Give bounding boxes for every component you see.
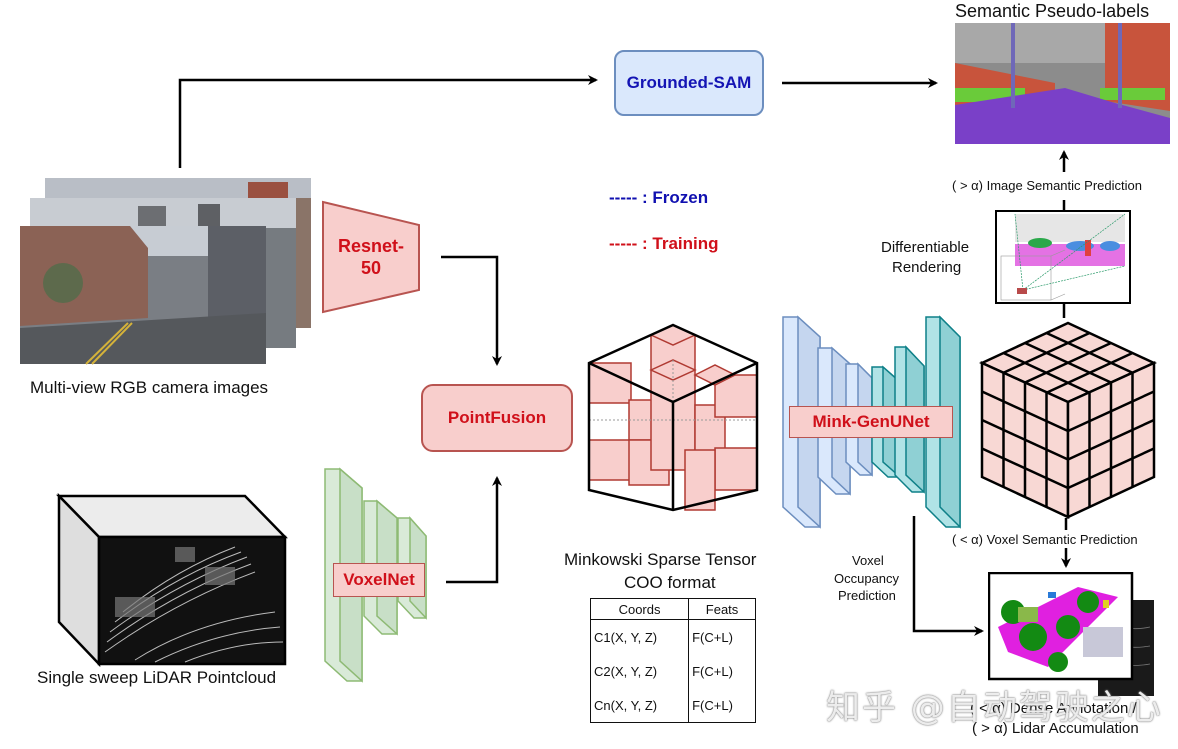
lidar-accumulation-label: ( > α) Lidar Accumulation (972, 720, 1139, 737)
dense-voxel-cube (979, 321, 1157, 519)
voxel-occupancy-line1: Voxel (852, 553, 884, 568)
grounded-sam-label: Grounded-SAM (626, 73, 752, 92)
grounded-sam-block: Grounded-SAM (614, 50, 764, 116)
sparse-tensor-cube (587, 323, 759, 512)
coo-table: Coords Feats C1(X, Y, Z) F(C+L) C2(X, Y,… (589, 598, 756, 723)
pointfusion-label: PointFusion (447, 408, 547, 427)
coo-cell-coords: Cn(X, Y, Z) (589, 688, 690, 723)
arrow-voxelnet-to-pointfusion (446, 476, 502, 584)
differentiable-rendering-image (995, 210, 1131, 304)
camera-image-front (20, 226, 266, 365)
semantic-pseudo-labels-image (955, 23, 1170, 144)
camera-images-stack (20, 178, 311, 365)
pointfusion-block: PointFusion (421, 384, 573, 452)
image-semantic-prediction-label: ( > α) Image Semantic Prediction (952, 178, 1142, 193)
table-row: C2(X, Y, Z) F(C+L) (589, 654, 756, 688)
resnet-50-block (322, 200, 420, 314)
tensor-title-line2: COO format (624, 573, 716, 592)
arrow-resnet-to-pointfusion (441, 255, 502, 366)
differentiable-rendering-line1: Differentiable (881, 239, 970, 256)
coo-cell-feats: F(C+L) (688, 688, 756, 723)
voxelnet-label: VoxelNet (343, 570, 415, 589)
mink-genunet-label-box: Mink-GenUNet (789, 406, 953, 438)
watermark: 知乎 @自动驾驶之心 (826, 688, 1163, 728)
voxel-occupancy-line3: Prediction (838, 588, 896, 603)
coo-table-header: Coords Feats (589, 598, 756, 620)
coo-cell-feats: F(C+L) (688, 654, 756, 688)
lidar-pointcloud-box (56, 492, 288, 668)
camera-images-label: Multi-view RGB camera images (30, 378, 269, 397)
differentiable-rendering-line2: Rendering (892, 259, 962, 276)
dense-annotation-image (988, 572, 1154, 696)
coo-header-feats: Feats (688, 598, 756, 620)
legend-frozen: ----- : Frozen (609, 188, 709, 207)
voxelnet-label-box: VoxelNet (333, 563, 425, 597)
voxel-semantic-prediction-label: ( < α) Voxel Semantic Prediction (952, 532, 1138, 547)
resnet-50-label: Resnet- 50 (321, 232, 421, 282)
resnet-line2: 50 (360, 258, 382, 278)
mink-genunet-block (782, 315, 961, 529)
dense-annotation-label: ( < α) Dense Annotation / (970, 700, 1137, 717)
lidar-label: Single sweep LiDAR Pointcloud (37, 668, 277, 687)
mink-genunet-label: Mink-GenUNet (812, 412, 930, 431)
voxel-occupancy-line2: Occupancy (834, 571, 900, 586)
coo-cell-coords: C2(X, Y, Z) (589, 654, 690, 688)
voxel-grid-lines (981, 331, 1155, 507)
arrow-camera-to-grounded-sam (178, 75, 598, 168)
coo-cell-coords: C1(X, Y, Z) (589, 619, 690, 654)
legend-training: ----- : Training (609, 234, 719, 253)
resnet-line1: Resnet- (337, 236, 404, 256)
coo-header-coords: Coords (589, 598, 690, 620)
tensor-title-line1: Minkowski Sparse Tensor (564, 550, 757, 569)
coo-cell-feats: F(C+L) (688, 619, 756, 654)
semantic-pseudo-labels-title: Semantic Pseudo-labels (955, 1, 1150, 21)
table-row: Cn(X, Y, Z) F(C+L) (589, 688, 756, 723)
table-row: C1(X, Y, Z) F(C+L) (589, 619, 756, 654)
arrow-unet-to-dense-annotation (912, 516, 984, 636)
